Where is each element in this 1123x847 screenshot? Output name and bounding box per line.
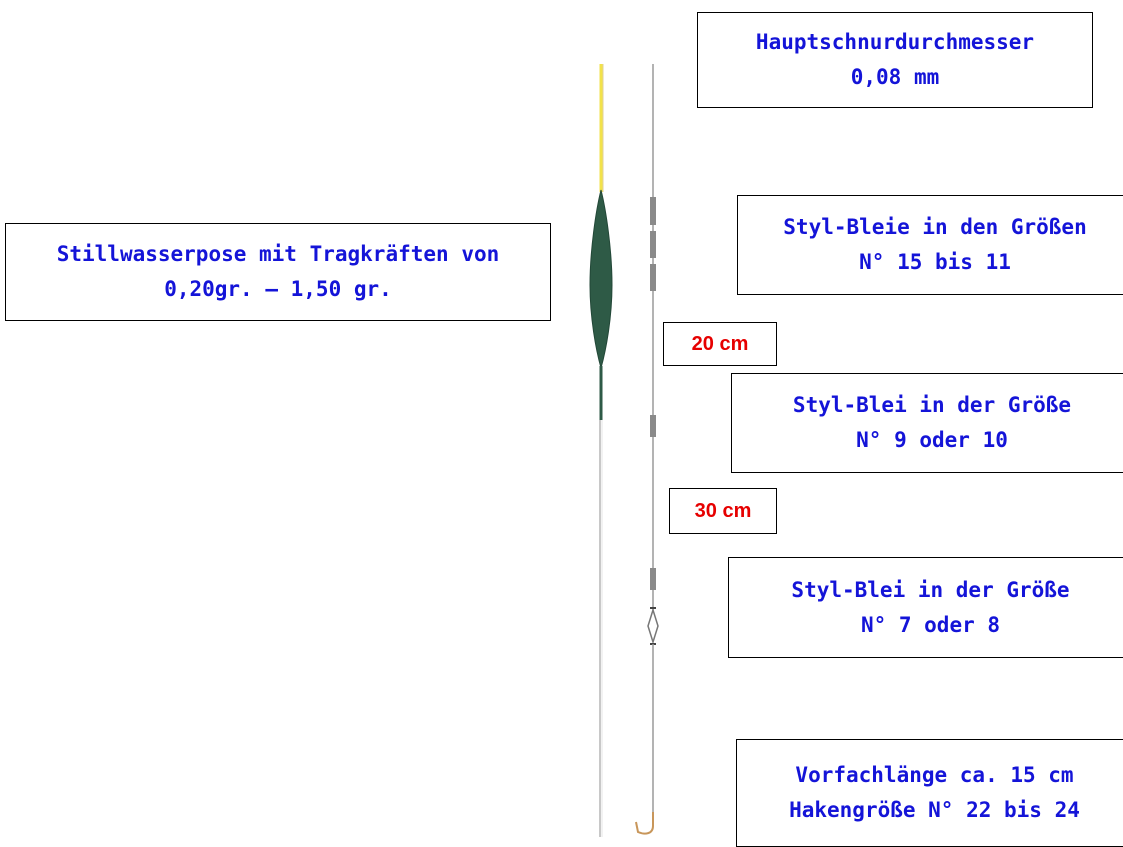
middle-shot-label-line1: Styl-Blei in der Größe [792,393,1072,417]
lower-shot-label-line2: N° 7 oder 8 [860,612,1001,637]
styl-lead-1 [650,197,656,225]
float-label-line2: 0,20gr. – 1,50 gr. [164,277,392,301]
distance-upper-text: 20 cm [691,332,749,355]
float-body [589,189,613,370]
styl-lead-middle [650,415,656,437]
hooklength-label-box: Vorfachlänge ca. 15 cm Hakengröße N° 22 … [736,739,1123,847]
bulk-shot-label-line1: Styl-Bleie in den Größen [783,215,1087,239]
hooklength-label-line1: Vorfachlänge ca. 15 cm [795,763,1074,787]
distance-upper-label: 20 cm [663,322,777,366]
main-line-label-line2: 0,08 mm [850,65,940,89]
styl-lead-2 [650,231,656,258]
float-label-box: Stillwasserpose mit Tragkräften von 0,20… [5,223,551,321]
lower-shot-label-box: Styl-Blei in der Größe N° 7 oder 8 [728,557,1123,658]
distance-lower-text: 30 cm [694,499,752,522]
styl-lead-3 [650,264,656,291]
bulk-shot-label-line2: N° 15 bis 11 [859,250,1011,274]
styl-lead-lower [650,568,656,590]
main-line-label-box: Hauptschnurdurchmesser 0,08 mm [697,12,1093,108]
lower-shot-label-line1: Styl-Blei in der Größe [791,577,1070,602]
float-label-line1: Stillwasserpose mit Tragkräften von [56,242,500,266]
main-line-label-line1: Hauptschnurdurchmesser [755,30,1035,54]
distance-lower-label: 30 cm [669,488,777,534]
hook [635,812,654,835]
bulk-shot-label-box: Styl-Bleie in den Größen N° 15 bis 11 [737,195,1123,295]
middle-shot-label-box: Styl-Blei in der Größe N° 9 oder 10 [731,373,1123,473]
hooklength-label-line2: Hakengröße N° 22 bis 24 [789,798,1080,822]
middle-shot-label-line2: N° 9 oder 10 [856,428,1008,452]
loop-connector [647,607,659,645]
